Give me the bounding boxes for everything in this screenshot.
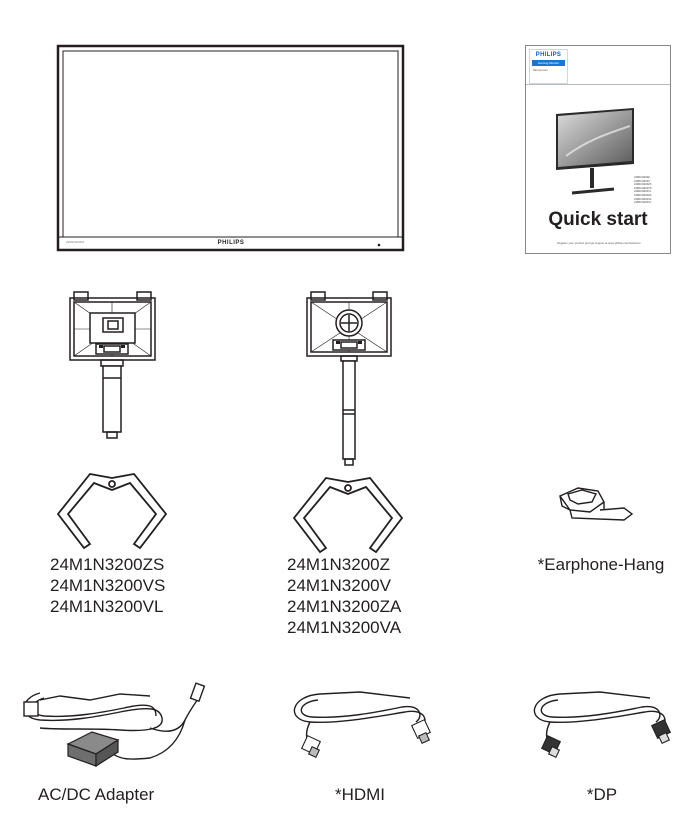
booklet-series-bar: Gaming Monitor bbox=[532, 60, 565, 66]
model-label: 24M1N3200VS bbox=[50, 576, 166, 595]
booklet-model-7: 24M1N3200VL bbox=[634, 201, 652, 205]
model-label: 24M1N3200ZS bbox=[50, 555, 165, 574]
booklet-brand: PHILIPS bbox=[535, 52, 562, 58]
adapter-label: AC/DC Adapter bbox=[38, 785, 155, 804]
model-label: 24M1N3200VL bbox=[50, 597, 164, 616]
monitor-model-text: 24M1N3200Z bbox=[66, 240, 85, 244]
dp-label: *DP bbox=[586, 785, 618, 804]
model-label: 24M1N3200ZA bbox=[287, 597, 402, 616]
model-label: 24M1N3200Z bbox=[287, 555, 391, 574]
booklet-series-line2: Momentum bbox=[533, 68, 549, 72]
booklet-footer: Register your product and get support at… bbox=[557, 241, 641, 245]
booklet-model-6: 24M1N3200VA bbox=[634, 197, 652, 201]
booklet-monitor-image bbox=[556, 108, 634, 195]
quick-start-booklet: PHILIPS Gaming Monitor Momentum 24M1N320… bbox=[525, 45, 671, 254]
model-label: 24M1N3200VA bbox=[287, 618, 402, 637]
booklet-model-4: 24M1N3200VL bbox=[634, 190, 652, 194]
booklet-model-1: 24M1N3200V bbox=[634, 179, 650, 183]
booklet-series-line1: Gaming Monitor bbox=[537, 61, 560, 65]
earphone-hang-label: *Earphone-Hang bbox=[537, 555, 665, 574]
stand-group-2-models: 24M1N3200Z 24M1N3200V 24M1N3200ZA 24M1N3… bbox=[287, 554, 401, 638]
booklet-model-2: 24M1N3200ZS bbox=[634, 183, 652, 187]
booklet-model-3: 24M1N3200VS bbox=[634, 186, 652, 190]
booklet-title: Quick start bbox=[548, 209, 648, 230]
booklet-model-list: 24M1N3200Z 24M1N3200V 24M1N3200ZS 24M1N3… bbox=[634, 176, 670, 205]
booklet-header-badge: PHILIPS Gaming Monitor Momentum bbox=[529, 49, 568, 84]
booklet-header-line bbox=[526, 84, 670, 85]
monitor-brand-text: PHILIPS bbox=[217, 240, 245, 246]
booklet-model-5: 24M1N3200ZA bbox=[634, 193, 652, 197]
booklet-model-0: 24M1N3200Z bbox=[634, 176, 650, 179]
model-label: 24M1N3200V bbox=[287, 576, 391, 595]
stand-group-1-models: 24M1N3200ZS 24M1N3200VS 24M1N3200VL bbox=[50, 554, 165, 617]
hdmi-label: *HDMI bbox=[334, 785, 386, 804]
